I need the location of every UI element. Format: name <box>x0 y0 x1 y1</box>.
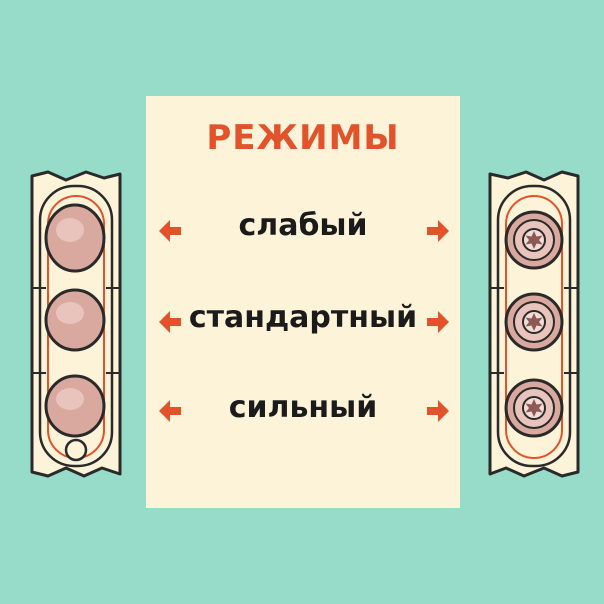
arrow-right-icon <box>427 311 449 333</box>
arrow-left-icon <box>159 400 181 422</box>
arrow-left-icon <box>159 311 181 333</box>
mode-weak-label: слабый <box>238 208 368 243</box>
arrow-left-icon <box>159 220 181 242</box>
right-roller-strip <box>488 170 580 478</box>
gear-roller-middle <box>504 292 564 352</box>
panel-title: РЕЖИМЫ <box>206 118 400 158</box>
modes-panel <box>146 96 460 508</box>
mode-strong-label: сильный <box>228 390 378 425</box>
gear-roller-bottom <box>504 378 564 438</box>
mode-standard-label: стандартный <box>188 300 418 335</box>
gear-roller-top <box>504 210 564 270</box>
arrow-right-icon <box>427 400 449 422</box>
arrow-right-icon <box>427 220 449 242</box>
left-roller-strip <box>30 170 122 478</box>
